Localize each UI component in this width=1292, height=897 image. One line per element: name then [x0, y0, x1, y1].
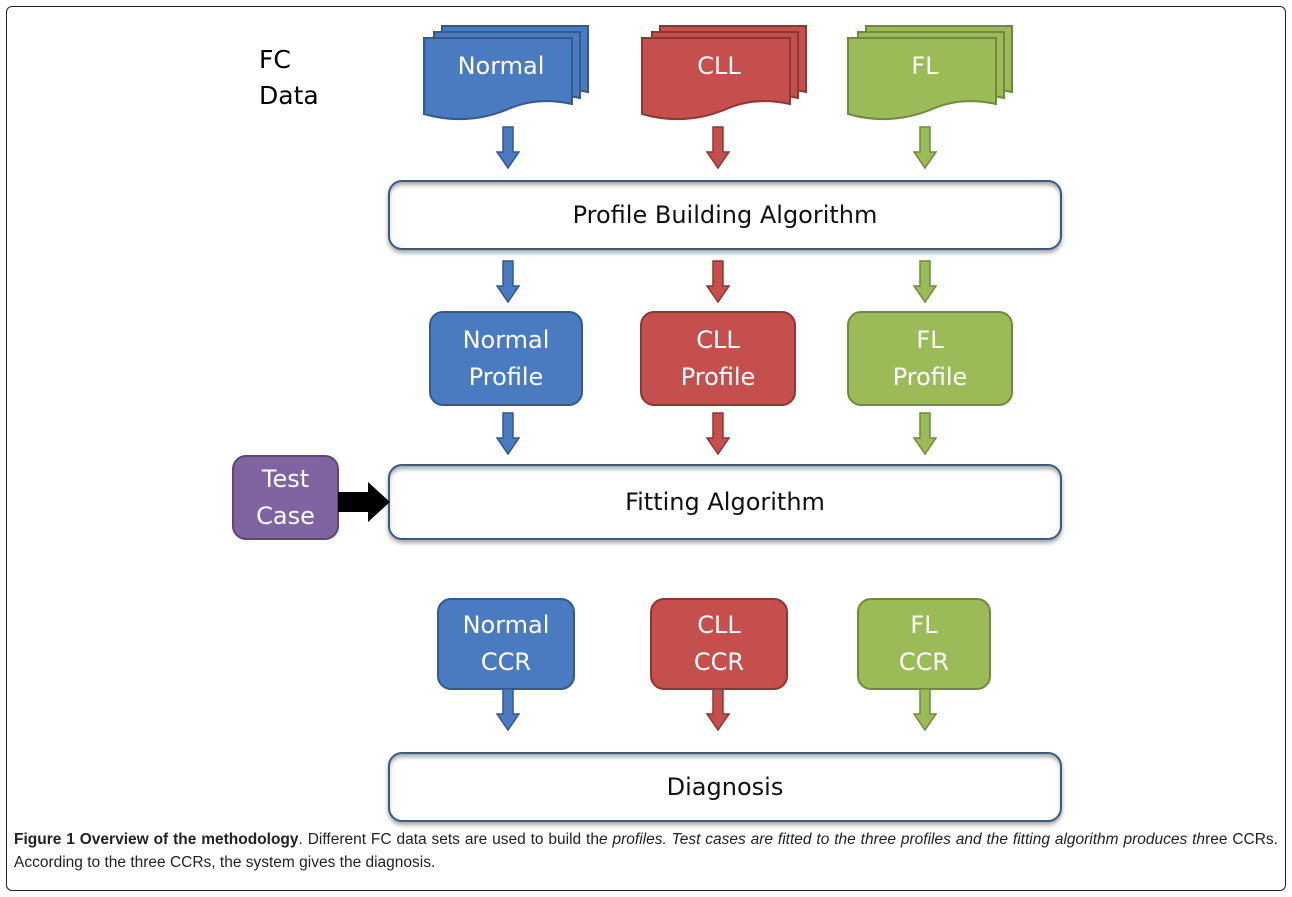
- diagnosis-box: Diagnosis: [388, 752, 1062, 822]
- normal-profile-line1: Normal: [462, 325, 550, 354]
- caption-part1: . Different FC data sets are used to bui…: [298, 831, 599, 848]
- input-normal-label: Normal: [457, 52, 545, 80]
- fc-data-label: FC Data: [259, 42, 319, 114]
- cll-profile-box: CLL Profile: [640, 311, 796, 406]
- input-fl-doc: FL: [846, 22, 1016, 122]
- caption-title: Figure 1 Overview of the methodology: [14, 831, 299, 848]
- down-arrow-icon: [913, 412, 937, 456]
- document-stack-icon: [423, 25, 589, 121]
- fl-ccr-box: FL CCR: [857, 598, 991, 690]
- fc-label-line2: Data: [259, 81, 319, 110]
- normal-profile-line2: Profile: [468, 362, 544, 391]
- test-case-line1: Test: [261, 464, 310, 493]
- profile-building-algorithm-box: Profile Building Algorithm: [388, 180, 1062, 250]
- normal-ccr-box: Normal CCR: [437, 598, 575, 690]
- cll-ccr-line2: CCR: [693, 648, 745, 676]
- input-fl-label: FL: [911, 52, 939, 80]
- document-stack-icon: [847, 25, 1013, 121]
- figure-caption: Figure 1 Overview of the methodology. Di…: [14, 828, 1278, 874]
- fc-label-line1: FC: [259, 45, 291, 74]
- down-arrow-icon: [706, 412, 730, 456]
- cll-profile-line2: Profile: [680, 362, 756, 391]
- fl-ccr-line2: CCR: [898, 648, 950, 676]
- down-arrow-icon: [496, 688, 520, 732]
- input-cll-doc: CLL: [640, 22, 810, 122]
- caption-part2: e profiles. Test cases are fitted to the…: [598, 831, 1206, 848]
- profile-building-label: Profile Building Algorithm: [572, 201, 878, 229]
- cll-ccr-line1: CLL: [697, 611, 741, 639]
- down-arrow-icon: [706, 126, 730, 170]
- test-case-line2: Case: [256, 501, 315, 530]
- down-arrow-icon: [496, 412, 520, 456]
- input-cll-label: CLL: [697, 52, 741, 80]
- normal-profile-box: Normal Profile: [429, 311, 583, 406]
- normal-ccr-line2: CCR: [480, 648, 532, 676]
- fl-profile-line2: Profile: [892, 362, 968, 391]
- figure-frame: [6, 6, 1286, 891]
- down-arrow-icon: [913, 260, 937, 304]
- down-arrow-icon: [913, 688, 937, 732]
- test-case-arrow: [338, 482, 390, 522]
- fitting-algorithm-label: Fitting Algorithm: [625, 488, 825, 516]
- fl-profile-box: FL Profile: [847, 311, 1013, 406]
- down-arrow-icon: [706, 688, 730, 732]
- down-arrow-icon: [496, 260, 520, 304]
- cll-profile-line1: CLL: [696, 325, 740, 354]
- fl-ccr-line1: FL: [910, 611, 938, 639]
- down-arrow-icon: [496, 126, 520, 170]
- down-arrow-icon: [706, 260, 730, 304]
- normal-ccr-line1: Normal: [462, 611, 550, 639]
- document-stack-icon: [641, 25, 807, 121]
- diagnosis-label: Diagnosis: [666, 773, 784, 801]
- input-normal-doc: Normal: [422, 22, 592, 122]
- fl-profile-line1: FL: [916, 325, 944, 354]
- down-arrow-icon: [913, 126, 937, 170]
- cll-ccr-box: CLL CCR: [650, 598, 788, 690]
- test-case-box: Test Case: [232, 455, 339, 540]
- caption-part3: ree CCRs. According to the three CCRs, t…: [14, 831, 1278, 871]
- fitting-algorithm-box: Fitting Algorithm: [388, 464, 1062, 540]
